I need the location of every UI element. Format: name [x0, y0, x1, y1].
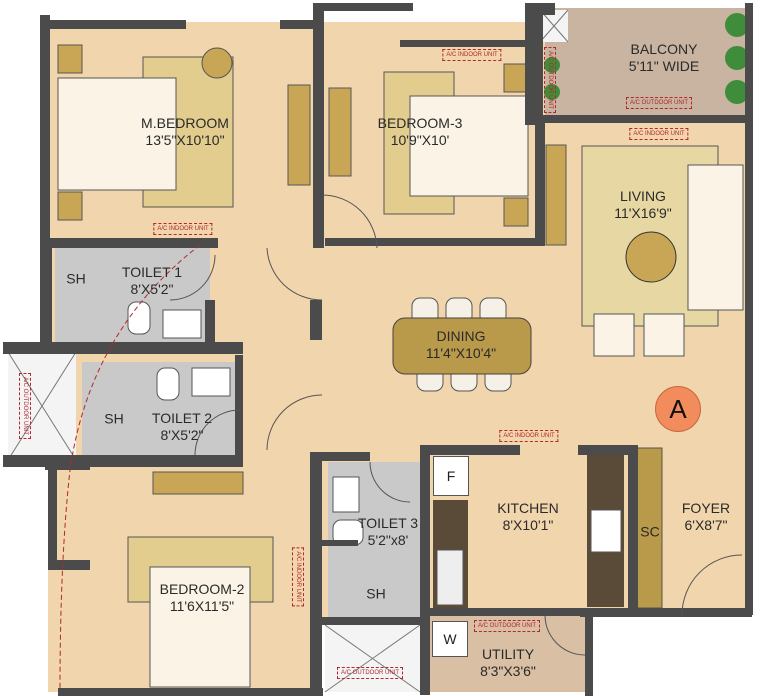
room-size: 13'5"X10'10"	[145, 132, 225, 148]
ac-outdoor-unit: A/C OUTDOOR UNIT	[337, 667, 403, 679]
room-size: 10'9"X10'	[390, 132, 450, 148]
room-name: UTILITY	[481, 646, 535, 662]
room-name: BEDROOM-3	[377, 115, 463, 131]
room-size: 5'11" WIDE	[628, 58, 700, 74]
washbasin	[191, 367, 231, 397]
room-label-sh-3: SH	[366, 586, 385, 603]
room-name: SH	[66, 270, 86, 287]
toilet-seat	[156, 367, 180, 401]
plant	[725, 80, 749, 104]
room-size: 8'3"X3'6"	[480, 663, 536, 679]
ac-outdoor-unit: A/C OUTDOOR UNIT	[544, 47, 556, 113]
ac-pipe-route	[59, 244, 201, 691]
dining-table	[392, 317, 532, 375]
room-name: FOYER	[681, 500, 731, 516]
bed-bedroom-2	[149, 566, 251, 688]
room-name: M.BEDROOM	[141, 115, 229, 131]
nightstand	[57, 44, 83, 74]
shoe-cabinet-label: SC	[640, 523, 660, 540]
bed-bedroom-3	[409, 95, 529, 197]
fridge-label: F	[446, 468, 456, 484]
room-size: 8'X5'2"	[160, 427, 204, 443]
washbasin	[332, 476, 360, 513]
ac-outdoor-unit: A/C OUTDOOR UNIT	[626, 97, 692, 109]
side-table	[201, 47, 233, 79]
room-name: BALCONY	[630, 41, 698, 57]
room-name: BEDROOM-2	[159, 581, 245, 597]
armchair	[593, 313, 635, 357]
stove	[590, 509, 622, 553]
toilet-seat	[127, 301, 151, 335]
ac-indoor-unit: A/C INDOOR UNIT	[153, 223, 213, 235]
room-size: 6'X8'7"	[684, 517, 728, 533]
ac-indoor-unit: A/C INDOOR UNIT	[292, 547, 304, 607]
sink	[436, 549, 464, 606]
washbasin	[162, 309, 202, 339]
ac-outdoor-unit: A/C OUTDOOR UNIT	[19, 373, 31, 439]
ac-outdoor-unit: A/C OUTDOOR UNIT	[474, 620, 540, 632]
plant	[544, 57, 560, 73]
nightstand	[503, 197, 529, 227]
room-name: DINING	[436, 328, 486, 344]
walls	[3, 3, 753, 696]
room-size: 8'X5'2"	[130, 281, 174, 297]
wardrobe	[287, 84, 311, 186]
room-name: SH	[104, 410, 124, 427]
room-size: 11'6X11'5"	[169, 598, 235, 614]
room-size: 8'X10'1"	[502, 517, 554, 533]
room-name: TOILET 2	[151, 410, 213, 426]
wardrobe	[328, 87, 352, 177]
wardrobe	[152, 471, 244, 495]
furniture	[57, 13, 749, 688]
room-label-sh-1: SH	[66, 271, 85, 288]
room-name: TOILET 1	[121, 264, 183, 280]
nightstand	[503, 63, 529, 93]
washing-machine: W	[432, 621, 468, 657]
plant	[725, 46, 749, 70]
washer-label: W	[443, 631, 457, 647]
room-name: TOILET 3	[357, 515, 419, 531]
room-name: SH	[366, 585, 386, 602]
white-void	[590, 617, 760, 696]
tv-unit	[545, 144, 567, 246]
room-name: LIVING	[620, 188, 666, 204]
unit-marker: A	[655, 386, 701, 432]
door-swings	[169, 194, 743, 656]
room-size: 11'4"X10'4"	[425, 345, 497, 361]
ac-indoor-unit: A/C INDOOR UNIT	[629, 128, 689, 140]
room-size: 5'2"x8'	[367, 532, 409, 548]
nightstand	[57, 191, 83, 221]
ac-indoor-unit: A/C INDOOR UNIT	[442, 49, 502, 61]
fridge: F	[433, 456, 469, 496]
balcony-floor	[545, 8, 747, 118]
plant	[544, 84, 560, 100]
plant	[725, 13, 749, 37]
coffee-table	[625, 231, 677, 283]
room-label-sh-2: SH	[104, 411, 123, 428]
room-name: KITCHEN	[497, 500, 559, 516]
ac-indoor-unit: A/C INDOOR UNIT	[499, 430, 559, 442]
bed-master	[57, 77, 177, 191]
sofa	[687, 164, 744, 311]
shaft-crosses	[7, 9, 569, 693]
armchair	[643, 313, 685, 357]
room-size: 11'X16'9"	[614, 205, 672, 221]
